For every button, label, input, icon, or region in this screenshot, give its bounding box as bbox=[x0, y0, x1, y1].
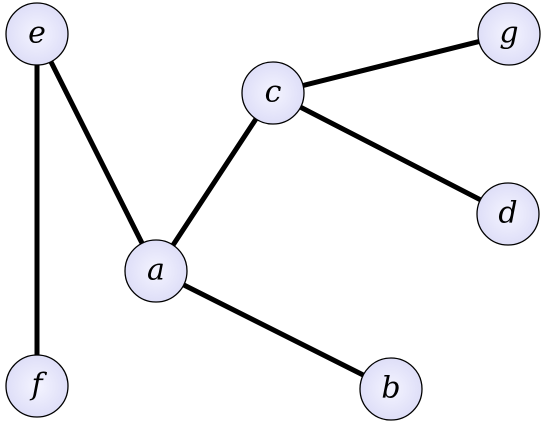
node-circle-e bbox=[5, 2, 69, 66]
node-label-a: a bbox=[147, 253, 165, 288]
node-circle-b bbox=[359, 357, 423, 421]
node-f: f bbox=[5, 354, 69, 418]
edges-group bbox=[34, 31, 512, 392]
node-label-e: e bbox=[28, 16, 46, 51]
node-e: e bbox=[5, 2, 69, 66]
node-c: c bbox=[241, 61, 305, 125]
node-label-d: d bbox=[498, 196, 517, 231]
node-d: d bbox=[476, 182, 540, 246]
node-circle-a bbox=[124, 239, 188, 303]
edge-c-g bbox=[270, 31, 512, 96]
node-circle-d bbox=[476, 182, 540, 246]
node-b: b bbox=[359, 357, 423, 421]
nodes-group: e g c d a f b bbox=[5, 2, 541, 421]
node-g: g bbox=[477, 2, 541, 66]
edge-e-a bbox=[34, 31, 159, 274]
node-circle-g bbox=[477, 2, 541, 66]
node-a: a bbox=[124, 239, 188, 303]
node-circle-c bbox=[241, 61, 305, 125]
edge-a-c bbox=[153, 90, 276, 274]
edge-a-b bbox=[153, 268, 394, 392]
edge-c-d bbox=[270, 90, 511, 217]
node-label-c: c bbox=[265, 75, 282, 110]
node-label-g: g bbox=[499, 16, 518, 51]
node-label-b: b bbox=[381, 371, 400, 406]
node-circle-f bbox=[5, 354, 69, 418]
